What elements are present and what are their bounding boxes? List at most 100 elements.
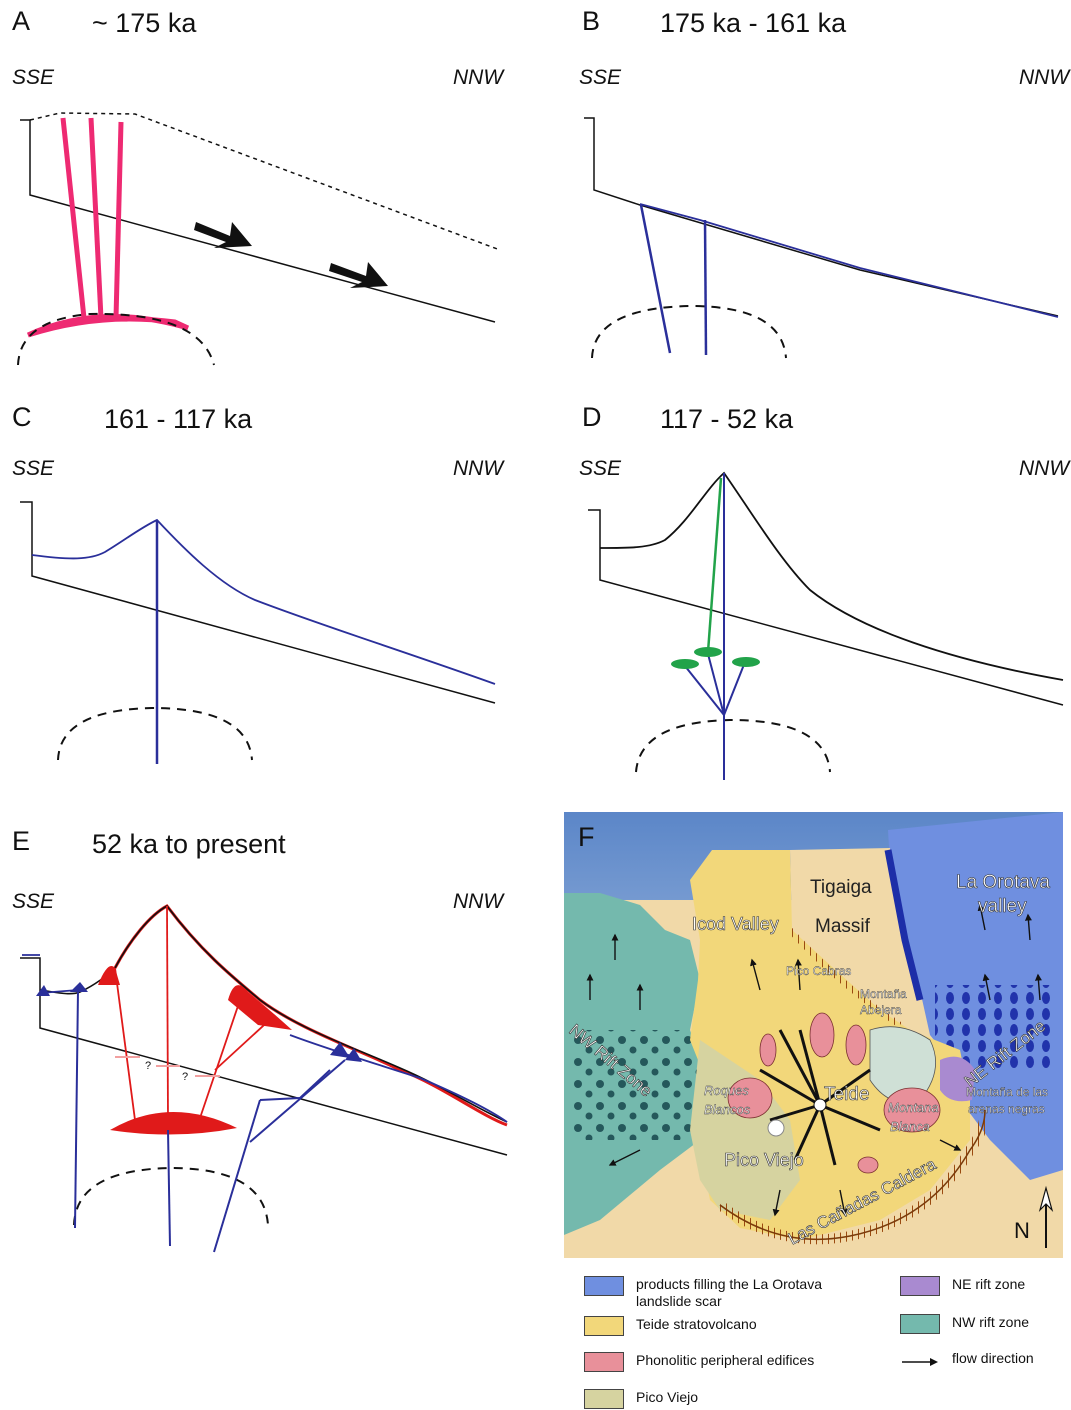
panel-e-blue-cone-3: [330, 1042, 350, 1058]
map-label-montana-abejera-1: Montaña: [860, 987, 907, 1001]
panel-a-dyke-3: [113, 121, 124, 319]
panel-d-ground-profile: [588, 509, 1064, 706]
panel-e-central-conduit: [166, 905, 169, 1121]
panel-e-question-1: ?: [145, 1060, 151, 1072]
panel-a-slide-arrow-1: [194, 222, 252, 248]
legend-swatch-nw-rift: [900, 1314, 940, 1334]
panel-e-blue-cone-4: [345, 1048, 362, 1062]
panel-b-sse: SSE: [579, 66, 622, 89]
panel-b-ground-profile: [584, 117, 1059, 317]
panel-c-ground-profile: [20, 501, 496, 704]
panel-c-chamber-outline: [57, 706, 253, 761]
panel-f-letter: F: [578, 822, 595, 852]
map-north-arrow: [1038, 1185, 1054, 1248]
panel-d-chamber-outline: [635, 718, 831, 773]
map-label-tigaiga: Tigaiga: [810, 877, 872, 898]
legend-item-ne-rift: NE rift zone: [900, 1276, 1025, 1296]
map-ne-rift-purple: [940, 1056, 975, 1102]
panel-c-nnw: NNW: [453, 457, 504, 480]
legend-item-phonolitic: Phonolitic peripheral edifices: [584, 1352, 814, 1372]
map-teide-crater: [813, 1098, 827, 1112]
panel-e-conduit-ne-3: [299, 1069, 331, 1099]
panel-d-branch-1: [684, 665, 725, 716]
panel-a-dyke-2: [88, 117, 104, 319]
map-label-icod-valley: Icod Valley: [692, 914, 779, 934]
panel-d-title: 117 - 52 ka: [660, 404, 794, 434]
panel-a-chamber-outline: [17, 312, 215, 366]
map-label-massif: Massif: [815, 916, 871, 937]
panel-e-red-lobe-2: [228, 985, 292, 1030]
panel-b-nnw: NNW: [1019, 66, 1070, 89]
legend-item-nw-rift: NW rift zone: [900, 1314, 1029, 1334]
panel-a-letter: A: [12, 6, 31, 36]
map-pink-edifice-1: [809, 1012, 835, 1058]
map-tigaiga-massif: [790, 848, 905, 1020]
map-caldera-rim-line: [719, 1109, 986, 1241]
panel-b-chamber-outline: [591, 304, 787, 359]
legend-label-flow-direction: flow direction: [952, 1350, 1034, 1366]
panel-d-green-conduit: [706, 477, 723, 653]
panel-d-branch-2: [707, 653, 725, 716]
panel-d-sill-3: [732, 657, 760, 667]
map-pink-edifice-montana-blanca: [883, 1087, 941, 1133]
legend-label-phonolitic: Phonolitic peripheral edifices: [636, 1352, 815, 1368]
panel-c-volcano-profile: [31, 518, 496, 685]
panel-c-title: 161 - 117 ka: [104, 404, 253, 434]
panel-a-ground-profile: [20, 119, 496, 323]
map-label-pico-viejo: Pico Viejo: [724, 1150, 804, 1170]
panel-b-letter: B: [582, 6, 601, 36]
map-label-north: N: [1014, 1218, 1030, 1243]
panel-d-letter: D: [582, 402, 602, 432]
map-label-valley: valley: [978, 896, 1027, 917]
panel-b-conduit-1: [639, 204, 672, 354]
map-label-montana-blanca-1: Montana: [888, 1100, 939, 1115]
legend-swatch-pico-viejo: [584, 1389, 624, 1409]
map-pink-edifice-3: [759, 1033, 777, 1067]
panel-e-conduit-center: [167, 1129, 171, 1247]
panel-e-chamber: [110, 1111, 237, 1135]
panel-e-volcano-profile: [39, 904, 508, 1123]
map-teide-radial-lines: [759, 1029, 881, 1166]
map-label-arenas-1: Montaña de las: [966, 1085, 1048, 1099]
map-pico-viejo-crater: [767, 1119, 785, 1137]
panel-c-sse: SSE: [12, 457, 55, 480]
legend-item-pico-viejo: Pico Viejo: [584, 1389, 698, 1409]
panel-d-volcano-profile: [599, 471, 1064, 681]
panel-a-title: ~ 175 ka: [92, 8, 197, 38]
map-label-montana-blanca-2: Blanca: [890, 1119, 930, 1134]
panel-a-slide-arrow-2: [329, 262, 388, 288]
map-label-montana-abejera-2: Abejera: [860, 1003, 902, 1017]
legend-swatch-phonolitic: [584, 1352, 624, 1372]
panel-e-conduit-ne-4: [259, 1097, 301, 1101]
panel-e-nnw: NNW: [453, 890, 504, 913]
legend-label-teide: Teide stratovolcano: [636, 1316, 757, 1332]
panel-a-nnw: NNW: [453, 66, 504, 89]
panel-e-letter: E: [12, 826, 31, 856]
panel-b-conduit-2: [703, 219, 708, 356]
map-label-pico-cabras: Pico Cabras: [786, 964, 851, 978]
panel-e-conduit-ne-2: [249, 1059, 346, 1143]
panel-c-letter: C: [12, 402, 32, 432]
panel-e-conduit-nw: [74, 989, 79, 1229]
legend-label-pico-viejo: Pico Viejo: [636, 1389, 699, 1405]
legend-label-nw-rift: NW rift zone: [952, 1314, 1030, 1330]
panel-e-dyke-left: [114, 967, 136, 1121]
panel-d-nnw: NNW: [1019, 457, 1070, 480]
panel-a-dyke-1: [60, 117, 87, 319]
panel-a-magma-chamber: [26, 314, 190, 338]
map-pico-viejo: [690, 1040, 800, 1220]
legend-item-teide: Teide stratovolcano: [584, 1316, 757, 1336]
panel-d-sse: SSE: [579, 457, 622, 480]
panel-e-blue-cone-2: [70, 982, 88, 992]
panel-e-question-2: ?: [182, 1071, 188, 1083]
panel-e-title: 52 ka to present: [92, 829, 286, 859]
legend-swatch-teide: [584, 1316, 624, 1336]
legend-swatch-ne-rift: [900, 1276, 940, 1296]
map-la-orotava-scarp: [884, 849, 924, 1001]
